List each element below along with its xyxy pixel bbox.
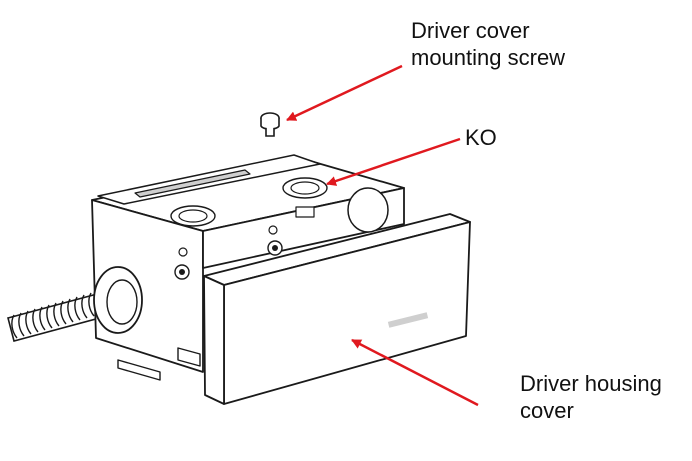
cover-callout-line2: cover — [520, 398, 574, 423]
screw-callout-label: Driver cover mounting screw — [411, 17, 565, 71]
mounting-screw — [260, 112, 280, 137]
cover-callout-arrow — [351, 338, 479, 407]
driver-housing — [91, 154, 405, 381]
housing-cover — [203, 213, 471, 405]
part-number-label — [387, 312, 429, 328]
cover-callout-line1: Driver housing — [520, 371, 662, 396]
screw-callout-arrow — [286, 64, 403, 122]
flexible-conduit — [7, 289, 119, 342]
callout-arrows — [286, 64, 479, 407]
ko-callout-arrow — [326, 137, 461, 186]
screw-callout-line1: Driver cover — [411, 18, 530, 43]
cover-callout-label: Driver housing cover — [520, 370, 662, 424]
ko-callout-label: KO — [465, 125, 497, 150]
screw-callout-line2: mounting screw — [411, 45, 566, 70]
